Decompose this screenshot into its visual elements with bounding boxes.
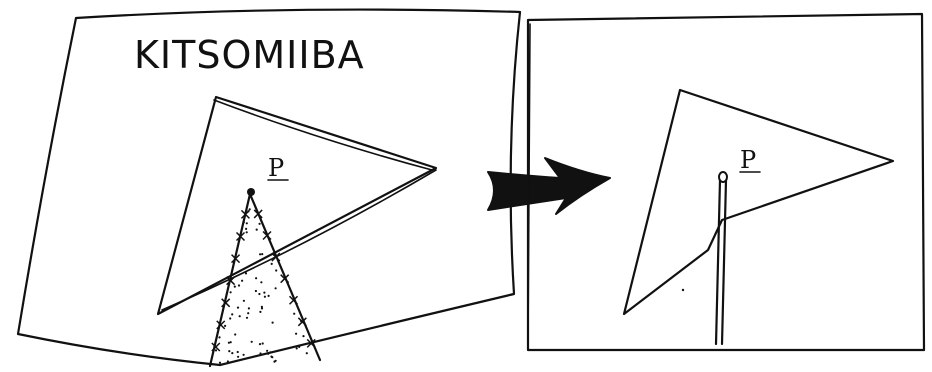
cone-dot bbox=[275, 269, 277, 271]
cone-dot bbox=[272, 322, 274, 324]
cone-dot bbox=[267, 353, 269, 355]
cone-dot bbox=[268, 295, 270, 297]
cone-dot bbox=[215, 349, 217, 351]
cone-dot bbox=[247, 312, 249, 314]
cone-dot bbox=[293, 313, 295, 315]
cone-dot bbox=[227, 360, 229, 362]
cone-dot bbox=[259, 352, 261, 354]
cone-dot bbox=[248, 307, 250, 309]
cone-dot bbox=[246, 222, 248, 224]
cone-dot bbox=[271, 263, 273, 265]
cone-dot bbox=[238, 284, 240, 286]
cone-dot bbox=[237, 351, 239, 353]
cone-dot bbox=[243, 300, 245, 302]
cone-dot bbox=[243, 354, 245, 356]
cone-dot bbox=[295, 333, 297, 335]
cone-dot bbox=[259, 253, 261, 255]
cone-dot bbox=[259, 223, 261, 225]
cone-dot bbox=[259, 311, 261, 313]
cone-dot bbox=[246, 317, 248, 319]
left-cone-apex bbox=[247, 188, 255, 196]
cone-dot bbox=[275, 360, 277, 362]
right-mast-top bbox=[719, 172, 727, 182]
left-title: KITSOMIIBA bbox=[134, 33, 365, 77]
cone-dot bbox=[237, 307, 239, 309]
cone-dot bbox=[241, 280, 243, 282]
cone-dot bbox=[230, 341, 232, 343]
cone-dot bbox=[237, 356, 239, 358]
cone-dot bbox=[258, 293, 260, 295]
cone-dot bbox=[255, 277, 257, 279]
cone-dot bbox=[261, 307, 263, 309]
cone-dot bbox=[256, 229, 258, 231]
cone-dot bbox=[306, 352, 308, 354]
cone-dot bbox=[239, 315, 241, 317]
cone-dot bbox=[255, 290, 257, 292]
cone-dot bbox=[298, 346, 300, 348]
cone-dot bbox=[218, 336, 220, 338]
right-mast bbox=[716, 172, 727, 344]
cone-dot bbox=[231, 352, 233, 354]
cone-dot bbox=[260, 281, 262, 283]
cone-dot bbox=[234, 286, 236, 288]
cone-dot bbox=[251, 341, 253, 343]
right-sail bbox=[624, 90, 893, 314]
cone-dot bbox=[259, 343, 261, 345]
cone-dot bbox=[269, 351, 271, 353]
cone-dot bbox=[228, 350, 230, 352]
right-p-label: P bbox=[740, 146, 756, 174]
cone-dot bbox=[234, 333, 236, 335]
cone-dot bbox=[224, 325, 226, 327]
left-cone bbox=[210, 188, 320, 366]
cone-dot bbox=[262, 342, 264, 344]
cone-dot bbox=[271, 356, 273, 358]
cone-dot bbox=[219, 362, 221, 364]
cone-dot bbox=[245, 272, 247, 274]
cone-dot bbox=[264, 296, 266, 298]
left-sail-sketch bbox=[162, 100, 436, 310]
cone-dot bbox=[243, 221, 245, 223]
cone-dot bbox=[263, 292, 265, 294]
left-panel: KITSOMIIBA P bbox=[18, 10, 520, 366]
cone-dot bbox=[266, 350, 268, 352]
cone-dot bbox=[296, 347, 298, 349]
cone-dot bbox=[229, 317, 231, 319]
cone-dot bbox=[230, 291, 232, 293]
cone-dot bbox=[231, 313, 233, 315]
cone-dot bbox=[302, 335, 304, 337]
right-sail-dot bbox=[682, 289, 684, 291]
left-p-label: P bbox=[268, 154, 284, 182]
cone-dot bbox=[245, 228, 247, 230]
cone-dot bbox=[246, 231, 248, 233]
arrow-right bbox=[488, 158, 610, 214]
cone-dot bbox=[261, 253, 263, 255]
cone-dot bbox=[275, 287, 277, 289]
